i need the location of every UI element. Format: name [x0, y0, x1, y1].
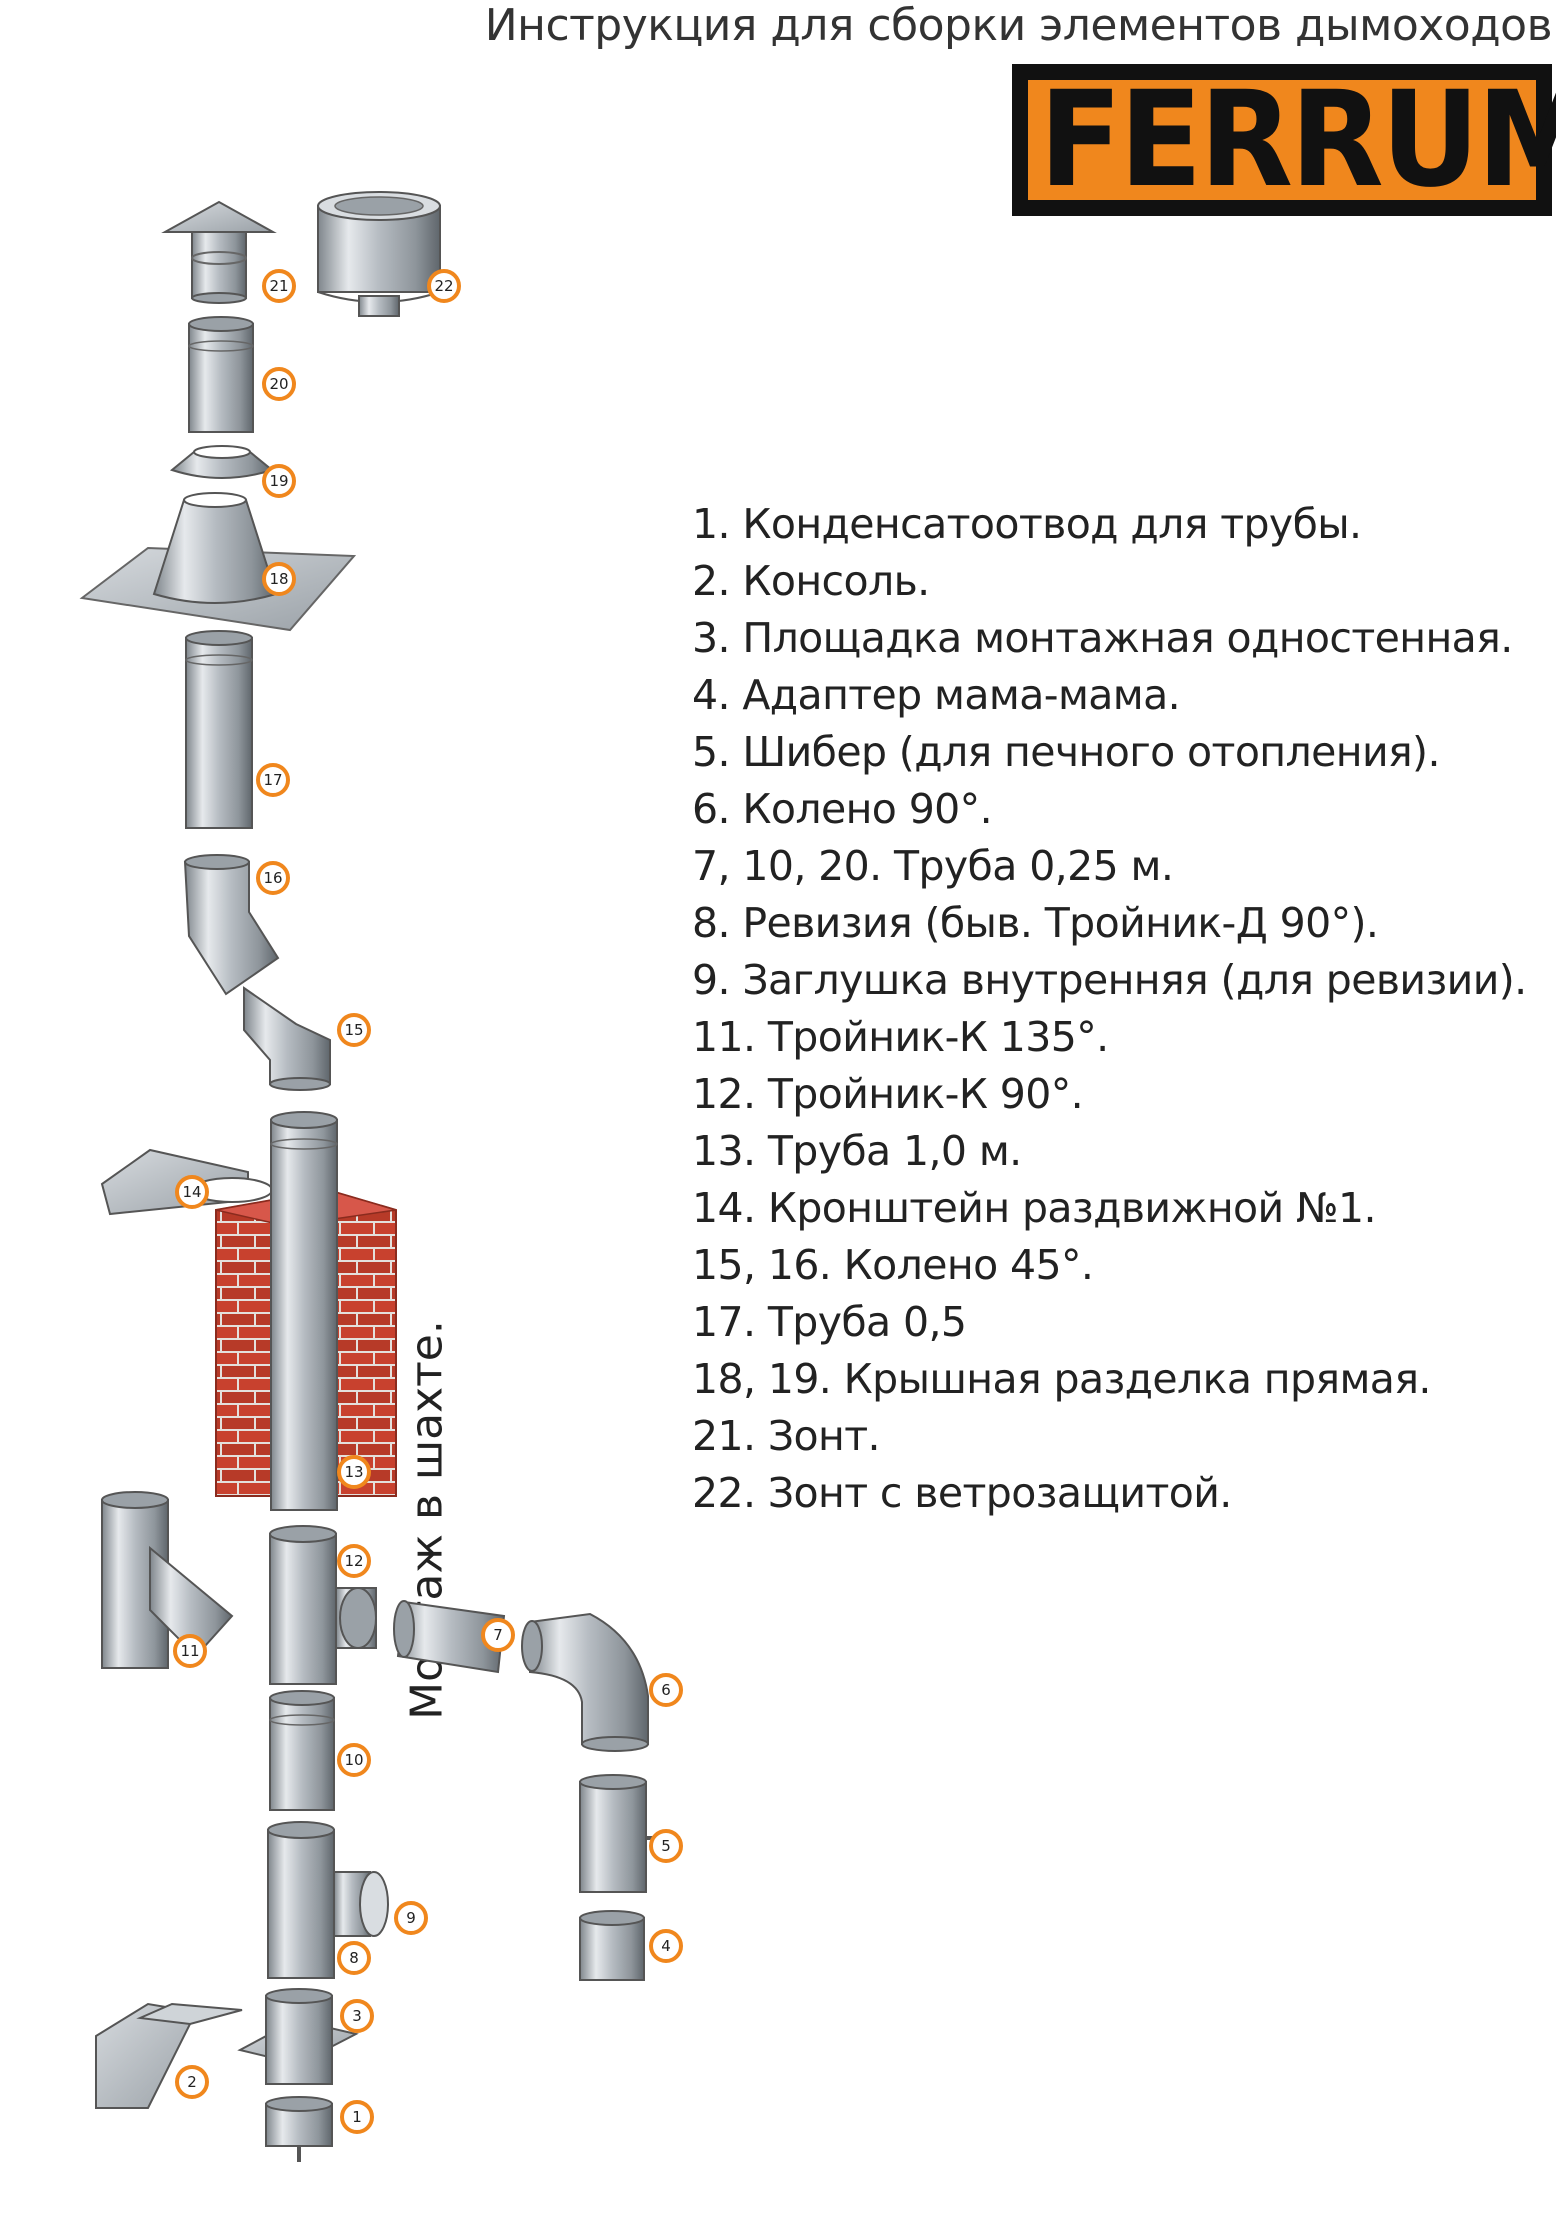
callout-2: 2 — [175, 2065, 209, 2099]
callout-label: 12 — [344, 1552, 363, 1570]
legend-item: 8. Ревизия (быв. Тройник-Д 90°). — [692, 899, 1379, 947]
sliding-bracket — [100, 1148, 273, 1216]
umbrella-windproof — [317, 191, 441, 317]
callout-label: 2 — [187, 2073, 197, 2091]
revision-tee — [267, 1821, 371, 1979]
elbow-45-15 — [243, 986, 331, 1091]
callout-label: 18 — [269, 570, 288, 588]
callout-3: 3 — [340, 1999, 374, 2033]
callout-label: 1 — [352, 2108, 362, 2126]
legend-item: 13. Труба 1,0 м. — [692, 1127, 1022, 1175]
parts-legend: 1. Конденсатоотвод для трубы. 2. Консоль… — [692, 496, 1527, 1522]
legend-item: 18, 19. Крышная разделка прямая. — [692, 1355, 1431, 1403]
callout-label: 21 — [269, 277, 288, 295]
pipe-010 — [269, 1690, 335, 1811]
callout-label: 17 — [263, 771, 282, 789]
legend-item: 5. Шибер (для печного отопления). — [692, 728, 1440, 776]
condensate-drain — [265, 2096, 333, 2162]
callout-16: 16 — [256, 861, 290, 895]
callout-22: 22 — [427, 269, 461, 303]
umbrella-cap — [161, 200, 277, 304]
roof-collar — [169, 445, 275, 479]
callout-label: 4 — [661, 1937, 671, 1955]
callout-label: 15 — [344, 1021, 363, 1039]
tee-135 — [101, 1491, 234, 1669]
tee-90 — [269, 1525, 377, 1685]
legend-item: 17. Труба 0,5 — [692, 1298, 967, 1346]
mounting-platform — [237, 1988, 359, 2085]
callout-label: 9 — [406, 1909, 416, 1927]
legend-item: 6. Колено 90°. — [692, 785, 993, 833]
roof-flashing — [79, 492, 357, 632]
console — [95, 2002, 243, 2109]
callout-12: 12 — [337, 1544, 371, 1578]
adapter — [579, 1910, 645, 1981]
elbow-90 — [521, 1612, 649, 1752]
legend-item: 2. Консоль. — [692, 557, 930, 605]
pipe-007 — [393, 1600, 506, 1674]
legend-item: 1. Конденсатоотвод для трубы. — [692, 500, 1362, 548]
callout-10: 10 — [337, 1743, 371, 1777]
revision-plug — [359, 1871, 389, 1937]
callout-label: 22 — [434, 277, 453, 295]
callout-18: 18 — [262, 562, 296, 596]
callout-label: 8 — [349, 1949, 359, 1967]
callout-label: 16 — [263, 869, 282, 887]
callout-label: 19 — [269, 472, 288, 490]
callout-13: 13 — [337, 1455, 371, 1489]
callout-15: 15 — [337, 1013, 371, 1047]
legend-item: 22. Зонт с ветрозащитой. — [692, 1469, 1232, 1517]
legend-item: 7, 10, 20. Труба 0,25 м. — [692, 842, 1174, 890]
callout-11: 11 — [173, 1634, 207, 1668]
callout-8: 8 — [337, 1941, 371, 1975]
legend-item: 12. Тройник-К 90°. — [692, 1070, 1084, 1118]
ferrum-logo: FERRUM — [1012, 63, 1556, 217]
legend-item: 15, 16. Колено 45°. — [692, 1241, 1094, 1289]
callout-20: 20 — [262, 367, 296, 401]
callout-label: 10 — [344, 1751, 363, 1769]
pipe-013 — [270, 1111, 338, 1511]
callout-label: 6 — [661, 1681, 671, 1699]
page-title: Инструкция для сборки элементов дымоходо… — [484, 0, 1553, 51]
callout-4: 4 — [649, 1929, 683, 1963]
legend-item: 11. Тройник-К 135°. — [692, 1013, 1109, 1061]
callout-17: 17 — [256, 763, 290, 797]
callout-label: 3 — [352, 2007, 362, 2025]
callout-label: 5 — [661, 1837, 671, 1855]
callout-7: 7 — [481, 1618, 515, 1652]
callout-6: 6 — [649, 1673, 683, 1707]
callout-label: 11 — [180, 1642, 199, 1660]
callout-21: 21 — [262, 269, 296, 303]
callout-label: 20 — [269, 375, 288, 393]
callout-9: 9 — [394, 1901, 428, 1935]
callout-5: 5 — [649, 1829, 683, 1863]
callout-1: 1 — [340, 2100, 374, 2134]
elbow-45-16 — [183, 854, 280, 996]
callout-label: 7 — [493, 1626, 503, 1644]
legend-item: 14. Кронштейн раздвижной №1. — [692, 1184, 1377, 1232]
legend-item: 21. Зонт. — [692, 1412, 881, 1460]
callout-label: 14 — [182, 1183, 201, 1201]
legend-item: 4. Адаптер мама-мама. — [692, 671, 1181, 719]
logo-wordmark: FERRUM — [1039, 63, 1556, 217]
callout-19: 19 — [262, 464, 296, 498]
legend-item: 9. Заглушка внутренняя (для ревизии). — [692, 956, 1527, 1004]
logo-background — [1028, 80, 1536, 200]
pipe-017 — [185, 630, 253, 829]
pipe-020 — [188, 316, 254, 433]
callout-label: 13 — [344, 1463, 363, 1481]
legend-item: 3. Площадка монтажная одностенная. — [692, 614, 1513, 662]
callout-14: 14 — [175, 1175, 209, 1209]
